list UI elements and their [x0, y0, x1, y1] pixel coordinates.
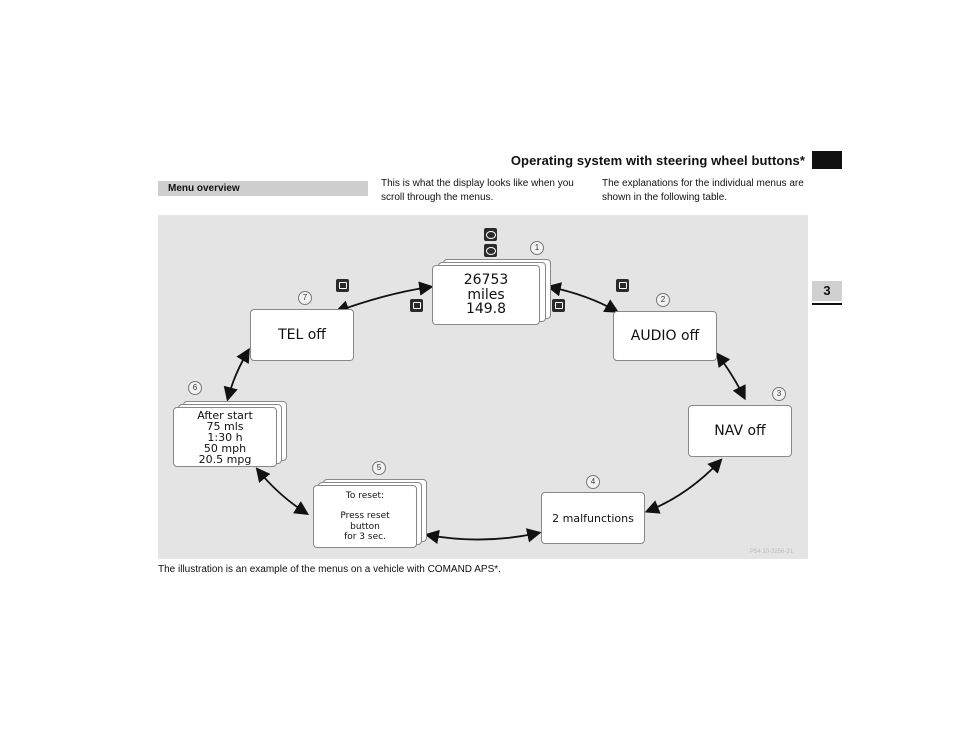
callout-3: 3 — [772, 387, 786, 401]
menu-overview-diagram: 26753 miles 149.8 1 AUDIO off 2 NAV off … — [158, 215, 808, 559]
chapter-rule — [812, 303, 842, 305]
menu-6-line-3: 1:30 h — [207, 430, 243, 444]
menu-7-tel: TEL off — [250, 309, 354, 361]
menu-4-malfunctions: 2 malfunctions — [541, 492, 645, 544]
callout-7: 7 — [298, 291, 312, 305]
intro-paragraph: This is what the display looks like when… — [381, 178, 574, 203]
arrow-2-3 — [715, 352, 746, 401]
explanation-paragraph: The explanations for the individual menu… — [602, 178, 804, 203]
menu-6-trip: After start 75 mls 1:30 h 50 mph 20.5 mp… — [173, 407, 277, 467]
menu-7-line-1: TEL off — [278, 326, 326, 343]
menu-5-line-4: button — [350, 521, 380, 532]
arrow-5-6 — [255, 467, 310, 515]
menu-5-line-3: Press reset — [340, 511, 390, 522]
page-header-title: Operating system with steering wheel but… — [510, 153, 805, 168]
callout-2: 2 — [656, 293, 670, 307]
callout-1: 1 — [530, 241, 544, 255]
page-forward-icon — [552, 299, 565, 312]
page-back-icon — [336, 279, 349, 292]
cycle-arrows — [223, 281, 746, 545]
menu-1-line-1: 26753 — [463, 271, 509, 288]
page-forward-icon-2 — [616, 279, 629, 292]
figure-caption: The illustration is an example of the me… — [158, 564, 501, 575]
arrow-4-5 — [424, 528, 542, 545]
menu-6-line-2: 75 mls — [206, 419, 244, 433]
menu-6-line-1: After start — [197, 408, 253, 422]
figure-code: P54.10-3256-31 — [750, 549, 794, 555]
header-black-block — [812, 151, 842, 169]
menu-3-nav: NAV off — [688, 405, 792, 457]
menu-1-line-2: miles — [467, 286, 505, 303]
menu-4-line-1: 2 malfunctions — [552, 511, 634, 525]
arrow-3-4 — [644, 458, 723, 514]
arrow-6-7 — [223, 347, 250, 402]
menu-5-line-5: for 3 sec. — [344, 532, 386, 543]
menu-6-line-4: 50 mph — [203, 441, 247, 455]
chapter-tab: 3 — [812, 281, 842, 301]
menu-5-line-1: To reset: — [345, 490, 385, 501]
callout-5: 5 — [372, 461, 386, 475]
callout-4: 4 — [586, 475, 600, 489]
menu-6-line-5: 20.5 mpg — [198, 452, 252, 466]
section-heading: Menu overview — [158, 181, 368, 196]
callout-6: 6 — [188, 381, 202, 395]
arrow-7-1 — [334, 281, 434, 315]
menu-5-line-2 — [364, 501, 367, 511]
menu-1-odometer: 26753 miles 149.8 — [432, 265, 540, 325]
menu-3-line-1: NAV off — [714, 422, 766, 439]
menu-2-audio: AUDIO off — [613, 311, 717, 361]
menu-5-reset: To reset: Press reset button for 3 sec. — [313, 485, 417, 548]
scroll-up-icon — [484, 228, 497, 241]
scroll-down-icon — [484, 244, 497, 257]
page-back-icon-2 — [410, 299, 423, 312]
arrow-1-2 — [546, 282, 620, 313]
menu-2-line-1: AUDIO off — [630, 327, 700, 344]
menu-1-line-3: 149.8 — [465, 301, 507, 318]
